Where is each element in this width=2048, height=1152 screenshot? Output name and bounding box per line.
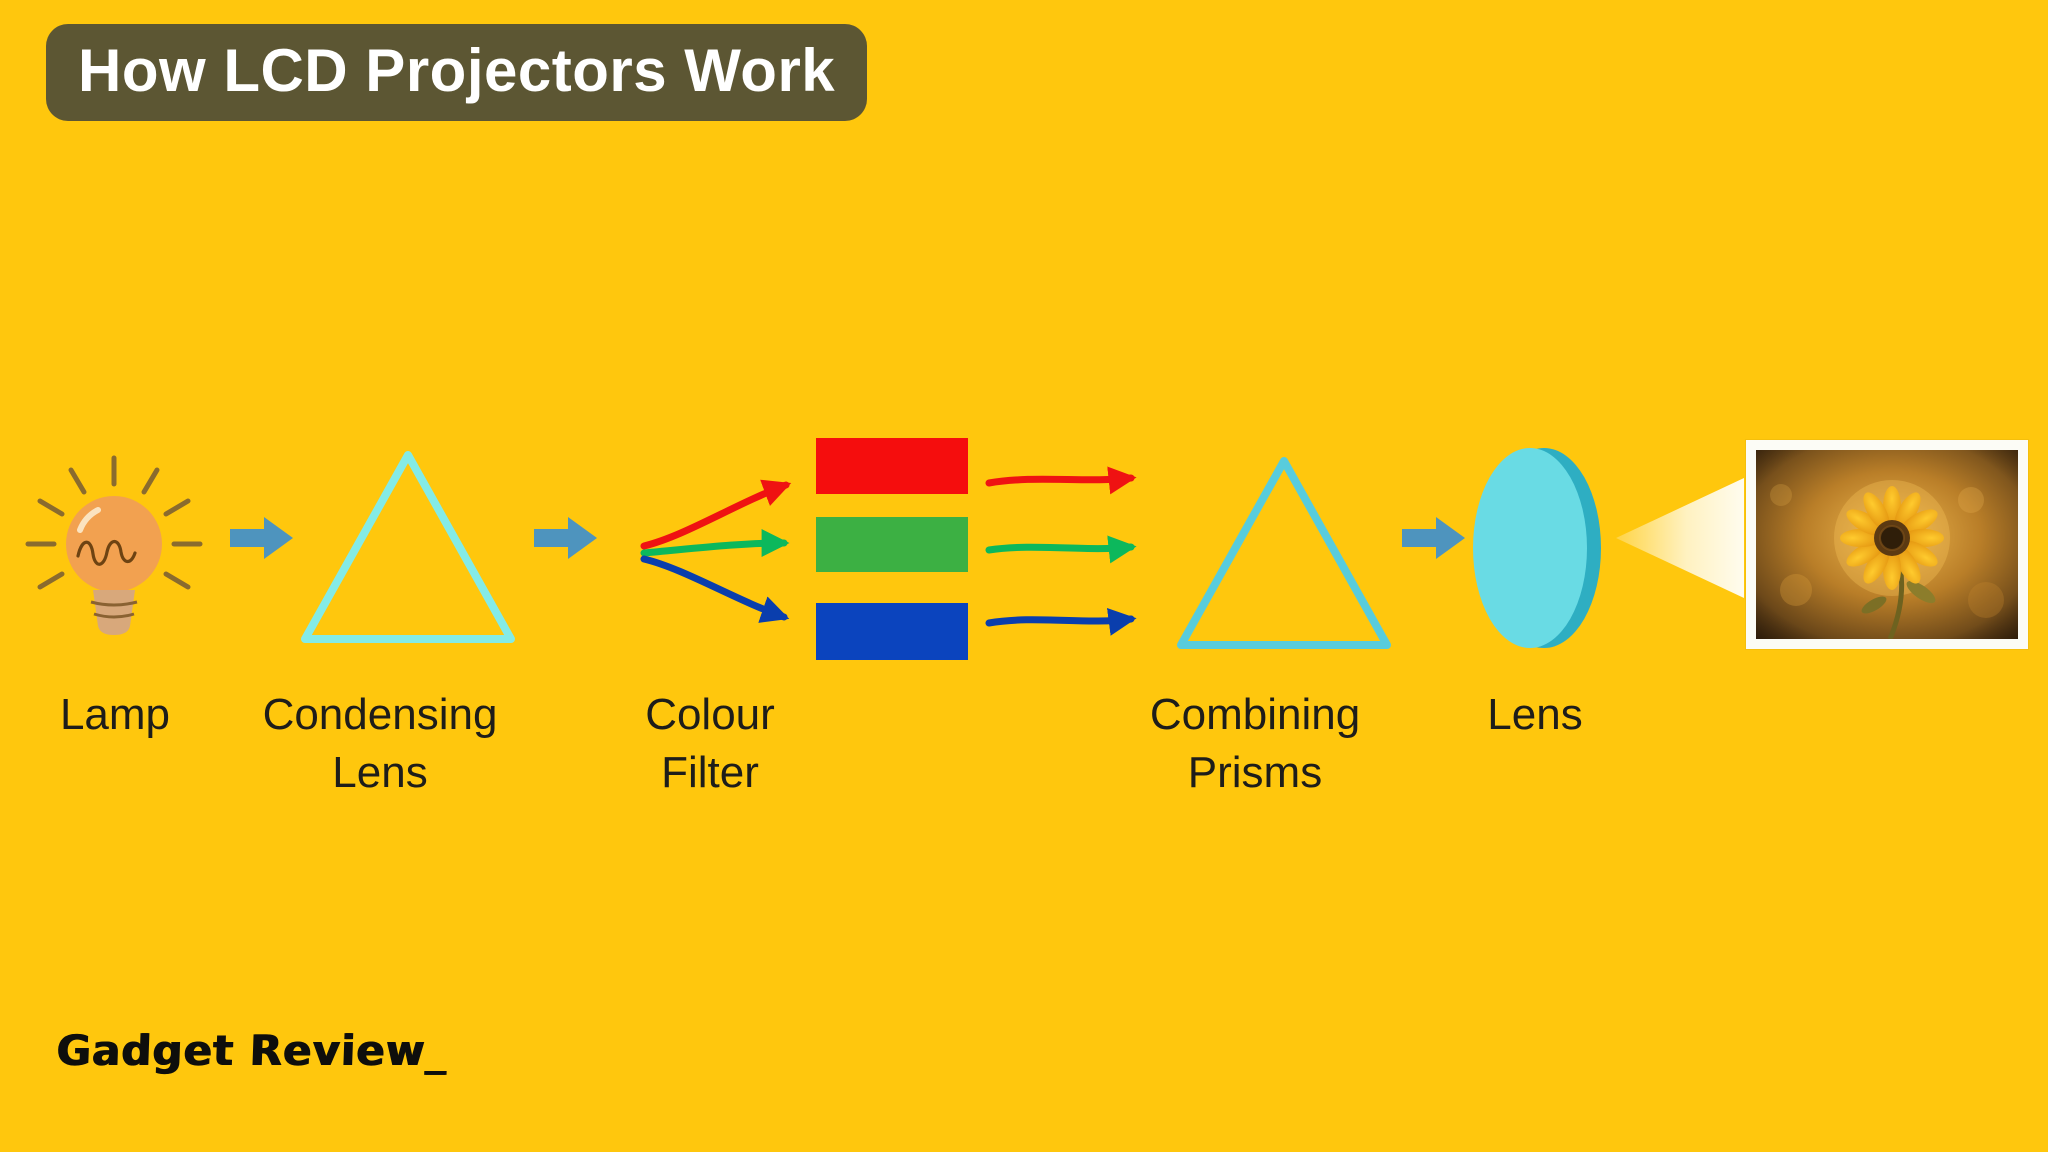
rgb-output-arrows-icon [985, 466, 1137, 636]
label-condensing-lens-line1: Condensing [262, 690, 498, 739]
label-colour-filter-line2: Filter [661, 748, 759, 797]
title-badge: How LCD Projectors Work [46, 24, 868, 121]
arrow-right-icon [1402, 517, 1465, 559]
page-title: How LCD Projectors Work [78, 37, 836, 104]
sunflower-photo [1756, 450, 2018, 639]
combining-prisms-triangle-icon [1177, 457, 1391, 649]
condensing-lens-triangle-icon [301, 451, 515, 643]
ellipse-lens-icon [1473, 448, 1601, 648]
label-combining-prisms: Combining Prisms [1130, 686, 1380, 802]
label-condensing-lens-line2: Lens [332, 748, 428, 797]
colour-filter-blue-panel [816, 603, 968, 660]
label-lamp-text: Lamp [59, 690, 171, 739]
label-lens-text: Lens [1487, 690, 1583, 739]
colour-filter-green-panel [816, 517, 968, 572]
colour-filter-red-panel [816, 438, 968, 494]
label-colour-filter-line1: Colour [645, 690, 775, 739]
rgb-split-arrows-icon [640, 479, 792, 623]
light-beam-icon [1616, 478, 1744, 598]
label-colour-filter: Colour Filter [585, 686, 835, 802]
brand-logo: Gadget Review_ [55, 1026, 448, 1075]
label-lens: Lens [1455, 686, 1615, 744]
label-lamp: Lamp [30, 686, 200, 744]
projected-image-frame [1746, 440, 2028, 649]
label-combining-prisms-line2: Prisms [1187, 748, 1323, 797]
label-condensing-lens: Condensing Lens [255, 686, 505, 802]
arrow-right-icon [230, 517, 293, 559]
arrow-right-icon [534, 517, 597, 559]
label-combining-prisms-line1: Combining [1149, 690, 1361, 739]
lightbulb-icon [25, 455, 203, 635]
